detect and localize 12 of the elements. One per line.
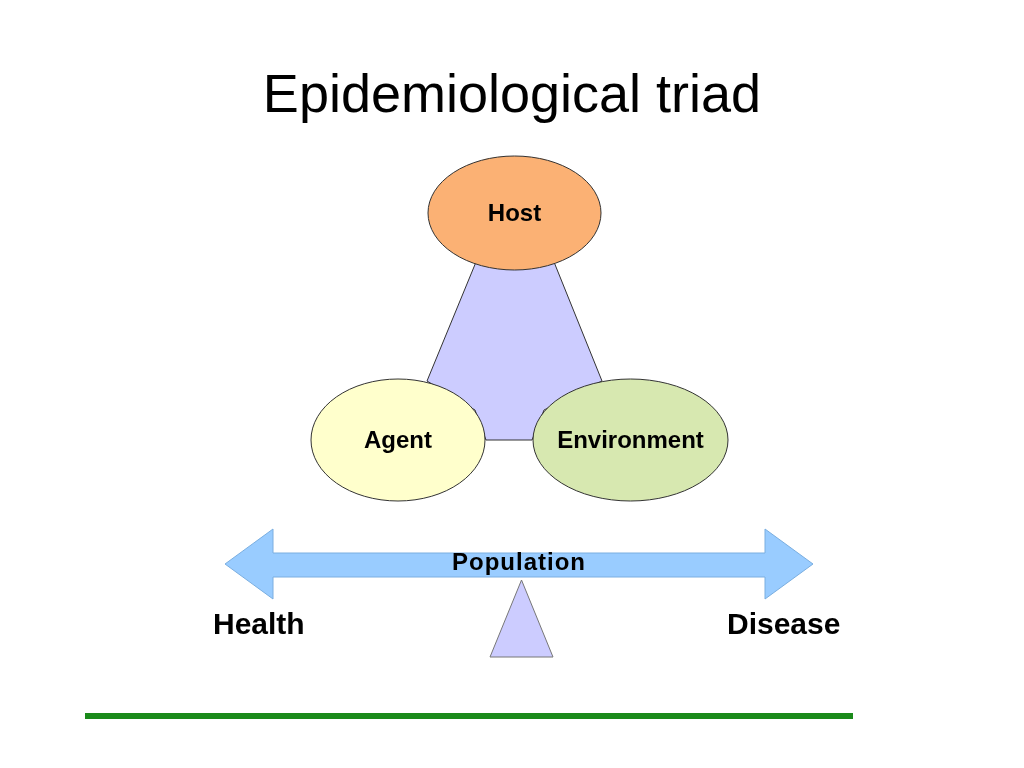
node-label: Agent — [364, 426, 432, 454]
scale-end-label: Disease — [727, 607, 841, 641]
environment-ellipse — [532, 378, 729, 502]
host-ellipse — [427, 155, 602, 271]
slide-title: Epidemiological triad — [261, 62, 763, 124]
fulcrum-triangle — [490, 580, 553, 657]
agent-ellipse — [310, 378, 486, 502]
double-arrow — [225, 529, 813, 599]
node-label: Environment — [557, 426, 704, 454]
node-label: Population — [452, 548, 586, 576]
node-label: Host — [487, 199, 542, 227]
scale-end-label: Health — [213, 607, 305, 641]
